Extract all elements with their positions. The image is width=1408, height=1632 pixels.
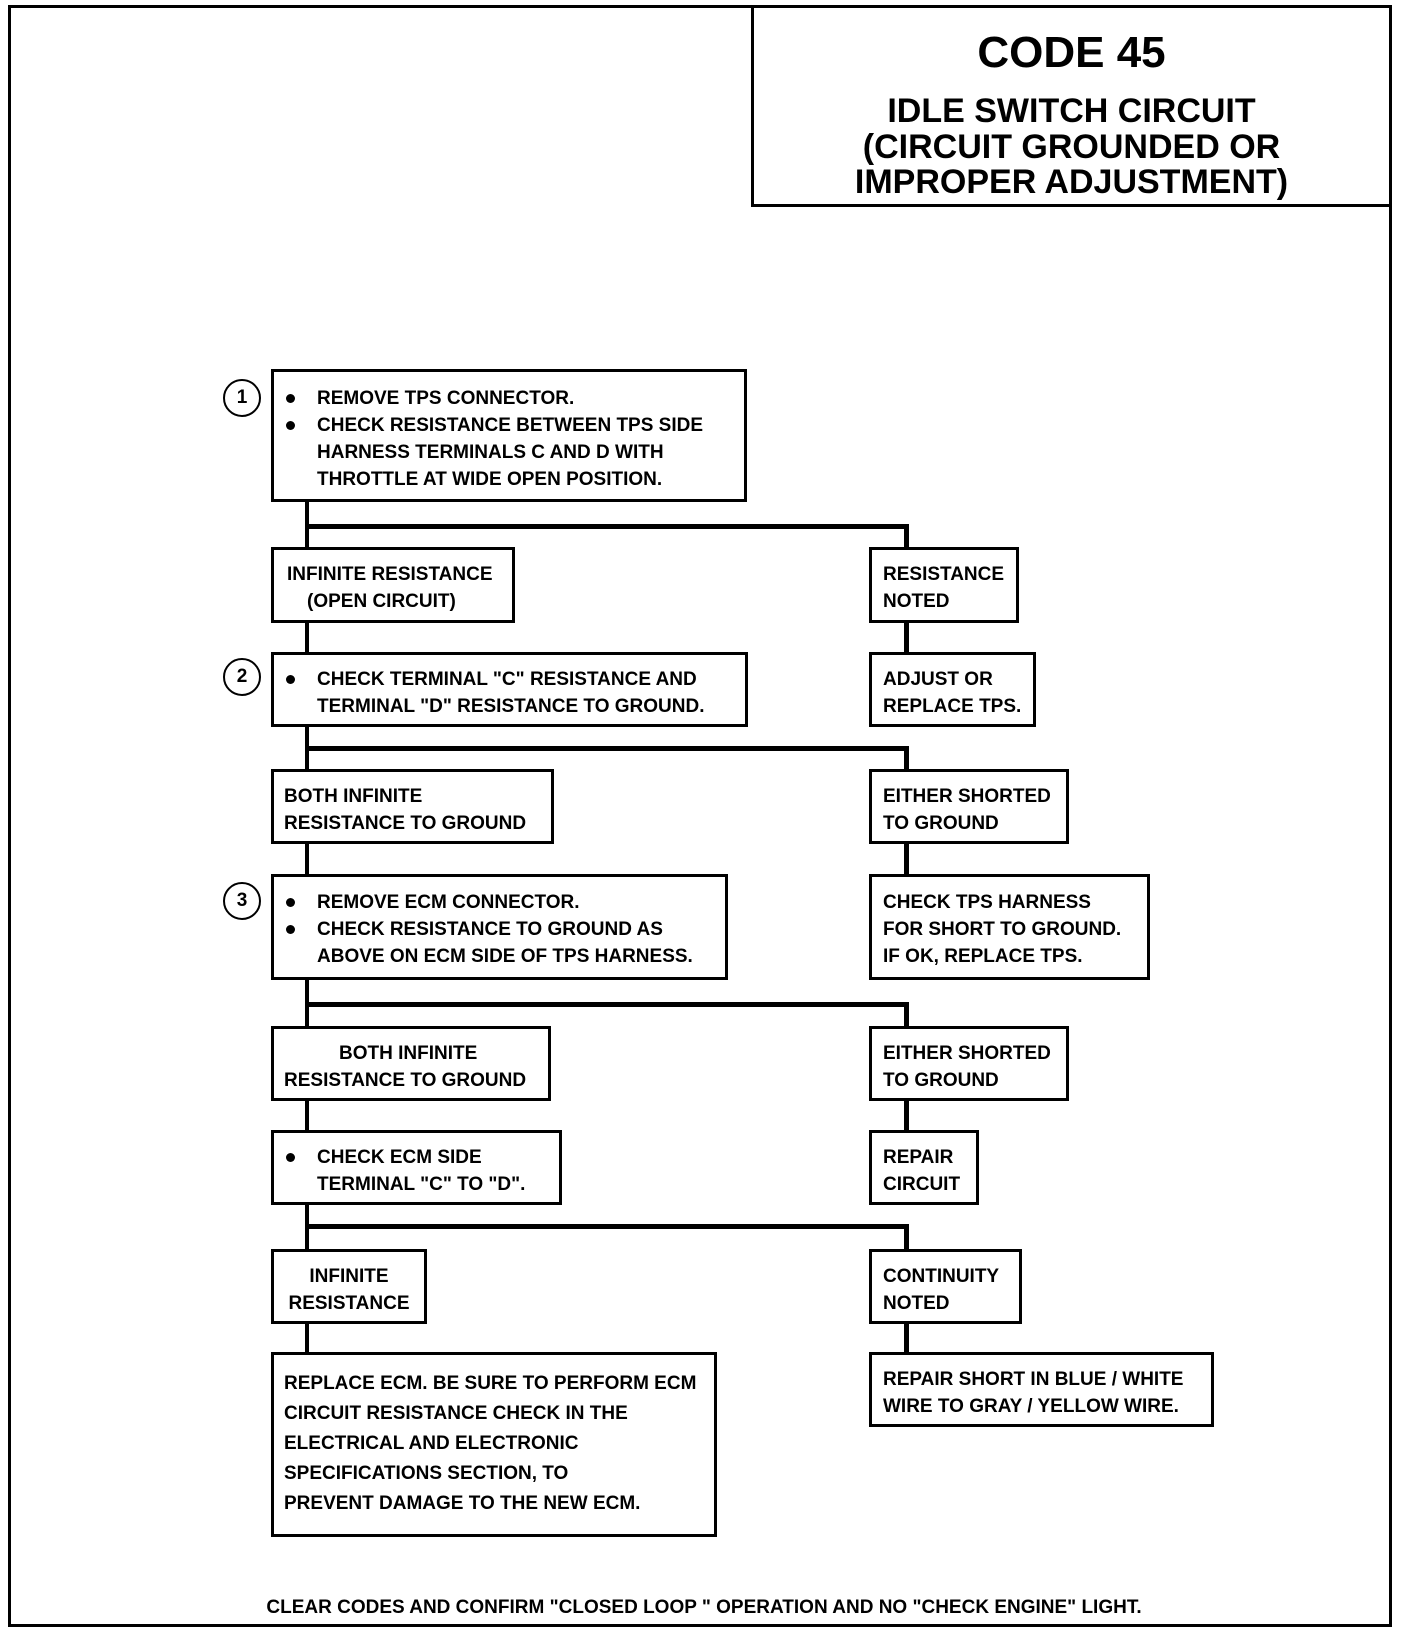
both-infinite-box-1: BOTH INFINITE RESISTANCE TO GROUND <box>271 769 554 844</box>
box-text-line: PREVENT DAMAGE TO THE NEW ECM. <box>284 1493 641 1514</box>
check-ecm-side-box: CHECK ECM SIDE TERMINAL "C" TO "D". <box>271 1130 562 1205</box>
box-text-line: THROTTLE AT WIDE OPEN POSITION. <box>317 469 663 490</box>
connector-line <box>305 1224 908 1229</box>
box-text-line: ABOVE ON ECM SIDE OF TPS HARNESS. <box>317 946 693 967</box>
box-text: CHECK RESISTANCE TO GROUND AS <box>317 919 663 940</box>
infinite-resistance-box: INFINITE RESISTANCE <box>271 1249 427 1324</box>
box-text-line: TERMINAL "C" TO "D". <box>317 1174 526 1195</box>
resistance-noted-box: RESISTANCE NOTED <box>869 547 1019 623</box>
box-text-line: FOR SHORT TO GROUND. <box>883 919 1122 940</box>
box-text-line: IF OK, REPLACE TPS. <box>883 946 1083 967</box>
box-text: CHECK ECM SIDE <box>317 1147 482 1168</box>
adjust-tps-box: ADJUST OR REPLACE TPS. <box>869 652 1036 727</box>
step2-box: CHECK TERMINAL "C" RESISTANCE AND TERMIN… <box>271 652 748 727</box>
bullet-item: REMOVE ECM CONNECTOR. <box>286 889 725 916</box>
box-text-line: BOTH INFINITE <box>284 786 423 807</box>
repair-short-box: REPAIR SHORT IN BLUE / WHITE WIRE TO GRA… <box>869 1352 1214 1427</box>
continuity-noted-box: CONTINUITY NOTED <box>869 1249 1022 1324</box>
bullet-icon <box>286 898 295 907</box>
step1-box: REMOVE TPS CONNECTOR. CHECK RESISTANCE B… <box>271 369 747 502</box>
box-text-line: TO GROUND <box>883 1070 999 1091</box>
bullet-item: CHECK RESISTANCE BETWEEN TPS SIDE <box>286 412 744 439</box>
check-tps-harness-box: CHECK TPS HARNESS FOR SHORT TO GROUND. I… <box>869 874 1150 980</box>
replace-ecm-box: REPLACE ECM. BE SURE TO PERFORM ECM CIRC… <box>271 1352 717 1537</box>
box-text-line: CONTINUITY <box>883 1266 1000 1287</box>
connector-line <box>904 524 909 550</box>
connector-line <box>305 746 908 751</box>
step-marker-2: 2 <box>223 658 261 696</box>
connector-line <box>904 1099 909 1132</box>
connector-line <box>305 1099 309 1132</box>
subtitle: IDLE SWITCH CIRCUIT (CIRCUIT GROUNDED OR… <box>754 92 1389 202</box>
bullet-icon <box>286 925 295 934</box>
connector-line <box>904 1002 909 1028</box>
bullet-item: CHECK ECM SIDE <box>286 1144 559 1171</box>
bullet-item: CHECK RESISTANCE TO GROUND AS <box>286 916 725 943</box>
connector-line <box>305 1322 309 1354</box>
subtitle-line: (CIRCUIT GROUNDED OR <box>862 127 1281 166</box>
box-text-line: TO GROUND <box>883 813 999 834</box>
connector-line <box>904 1322 909 1354</box>
box-text-line: CIRCUIT <box>883 1174 961 1195</box>
box-text-line: REPAIR <box>883 1147 954 1168</box>
box-text-line: ADJUST OR <box>883 669 993 690</box>
box-text-line: WIRE TO GRAY / YELLOW WIRE. <box>883 1396 1179 1417</box>
page-frame <box>8 5 1392 1627</box>
box-text-line: EITHER SHORTED <box>883 1043 1051 1064</box>
box-text-line: INFINITE <box>309 1266 389 1287</box>
box-text-line: RESISTANCE <box>288 1293 410 1314</box>
box-text: REMOVE ECM CONNECTOR. <box>317 892 580 913</box>
box-text-line: HARNESS TERMINALS C AND D WITH <box>317 442 664 463</box>
connector-line <box>305 1002 908 1007</box>
bullet-icon <box>286 675 295 684</box>
both-infinite-box-2: BOTH INFINITE RESISTANCE TO GROUND <box>271 1026 551 1101</box>
either-shorted-box-1: EITHER SHORTED TO GROUND <box>869 769 1069 844</box>
connector-line <box>305 842 309 876</box>
step-marker-1: 1 <box>223 379 261 417</box>
connector-line <box>904 1224 909 1251</box>
box-text-line: CHECK TPS HARNESS <box>883 892 1091 913</box>
box-text: REMOVE TPS CONNECTOR. <box>317 388 575 409</box>
box-text-line: RESISTANCE TO GROUND <box>284 1070 527 1091</box>
bullet-icon <box>286 1153 295 1162</box>
box-text-line: RESISTANCE TO GROUND <box>284 813 527 834</box>
box-text-line: REPLACE ECM. BE SURE TO PERFORM ECM <box>284 1373 697 1394</box>
title-block: CODE 45 IDLE SWITCH CIRCUIT (CIRCUIT GRO… <box>751 5 1392 207</box>
box-text-line: BOTH INFINITE <box>339 1043 478 1064</box>
repair-circuit-box: REPAIR CIRCUIT <box>869 1130 979 1205</box>
connector-line <box>904 842 909 876</box>
bullet-icon <box>286 421 295 430</box>
box-text-line: ELECTRICAL AND ELECTRONIC <box>284 1433 579 1454</box>
connector-line <box>904 621 909 654</box>
box-text-line: (OPEN CIRCUIT) <box>307 591 456 612</box>
box-text-line: INFINITE RESISTANCE <box>287 564 493 585</box>
box-text-line: RESISTANCE <box>883 564 1005 585</box>
box-text-line: REPAIR SHORT IN BLUE / WHITE <box>883 1369 1184 1390</box>
code-title: CODE 45 <box>977 28 1166 77</box>
connector-line <box>904 746 909 771</box>
connector-line <box>305 621 309 654</box>
bullet-icon <box>286 394 295 403</box>
box-text: CHECK RESISTANCE BETWEEN TPS SIDE <box>317 415 704 436</box>
step3-box: REMOVE ECM CONNECTOR. CHECK RESISTANCE T… <box>271 874 728 980</box>
box-text-line: REPLACE TPS. <box>883 696 1022 717</box>
box-text-line: TERMINAL "D" RESISTANCE TO GROUND. <box>317 696 705 717</box>
box-text-line: CIRCUIT RESISTANCE CHECK IN THE <box>284 1403 628 1424</box>
either-shorted-box-2: EITHER SHORTED TO GROUND <box>869 1026 1069 1101</box>
box-text-line: NOTED <box>883 591 950 612</box>
bullet-item: REMOVE TPS CONNECTOR. <box>286 385 744 412</box>
bullet-item: CHECK TERMINAL "C" RESISTANCE AND <box>286 666 745 693</box>
box-text-line: SPECIFICATIONS SECTION, TO <box>284 1463 569 1484</box>
footer-note: CLEAR CODES AND CONFIRM "CLOSED LOOP " O… <box>266 1597 1142 1618</box>
step-marker-3: 3 <box>223 882 261 920</box>
infinite-open-box: INFINITE RESISTANCE (OPEN CIRCUIT) <box>271 547 515 623</box>
subtitle-line: IMPROPER ADJUSTMENT) <box>854 163 1289 202</box>
box-text-line: NOTED <box>883 1293 950 1314</box>
box-text: CHECK TERMINAL "C" RESISTANCE AND <box>317 669 697 690</box>
box-text-line: EITHER SHORTED <box>883 786 1051 807</box>
connector-line <box>305 524 908 529</box>
subtitle-line: IDLE SWITCH CIRCUIT <box>887 92 1256 130</box>
